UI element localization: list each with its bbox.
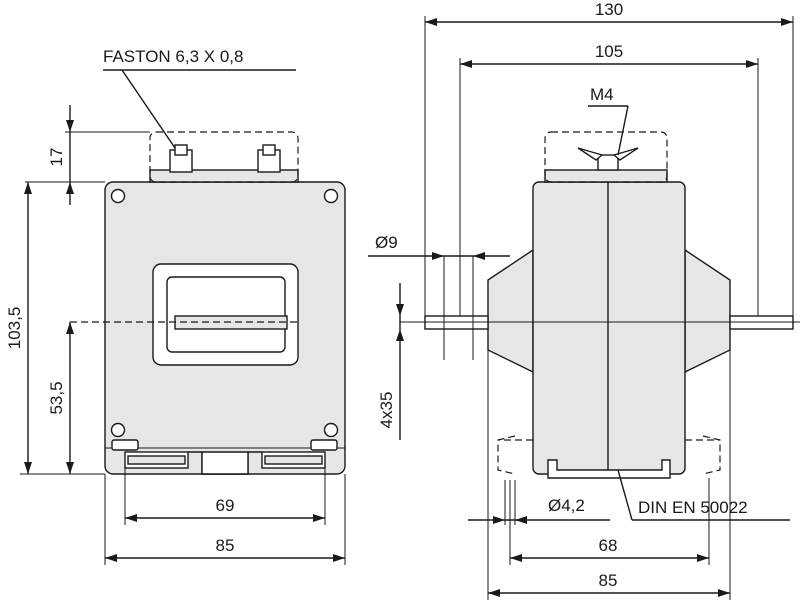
dim-103-5: 103,5 xyxy=(5,182,105,475)
svg-text:105: 105 xyxy=(595,42,623,61)
svg-text:Ø9: Ø9 xyxy=(375,233,398,252)
din-rail-mount xyxy=(497,435,721,479)
side-view: M4 130 105 xyxy=(368,0,800,600)
svg-text:Ø4,2: Ø4,2 xyxy=(548,496,585,515)
svg-text:M4: M4 xyxy=(590,85,614,104)
dim-105: 105 xyxy=(459,42,759,316)
svg-text:68: 68 xyxy=(599,536,618,555)
m4-terminal: M4 xyxy=(544,85,668,183)
dim-85: 85 xyxy=(104,474,346,565)
svg-text:17: 17 xyxy=(47,148,66,167)
faston-label: FASTON 6,3 X 0,8 xyxy=(103,47,243,66)
primary-bar xyxy=(400,315,800,330)
primary-window xyxy=(152,263,299,366)
dim-17: 17 xyxy=(25,105,150,205)
dim-dia-9: Ø9 xyxy=(368,233,510,360)
side-flare-right xyxy=(684,248,731,374)
side-flare-left xyxy=(487,248,534,374)
svg-text:53,5: 53,5 xyxy=(47,381,66,414)
side-body xyxy=(532,181,686,475)
svg-text:103,5: 103,5 xyxy=(5,307,24,350)
svg-text:DIN EN 50022: DIN EN 50022 xyxy=(638,498,748,517)
dim-53-5: 53,5 xyxy=(47,322,74,474)
mounting-holes xyxy=(110,188,339,438)
svg-text:85: 85 xyxy=(216,536,235,555)
front-view: FASTON 6,3 X 0,8 17 103,5 53,5 xyxy=(5,47,346,565)
svg-text:69: 69 xyxy=(216,496,235,515)
dim-130: 130 xyxy=(424,0,794,316)
din-clip-slots xyxy=(111,439,338,475)
svg-text:85: 85 xyxy=(599,571,618,590)
faston-terminals xyxy=(149,131,299,183)
dim-85-side: 85 xyxy=(487,350,731,600)
dim-4x35: 4x35 xyxy=(377,283,404,440)
dim-dia-4-2: Ø4,2 xyxy=(468,480,610,525)
svg-text:130: 130 xyxy=(595,0,623,19)
dim-68: 68 xyxy=(509,478,710,565)
din-label: DIN EN 50022 xyxy=(617,469,790,521)
svg-text:4x35: 4x35 xyxy=(377,392,396,429)
dim-69: 69 xyxy=(124,468,326,525)
